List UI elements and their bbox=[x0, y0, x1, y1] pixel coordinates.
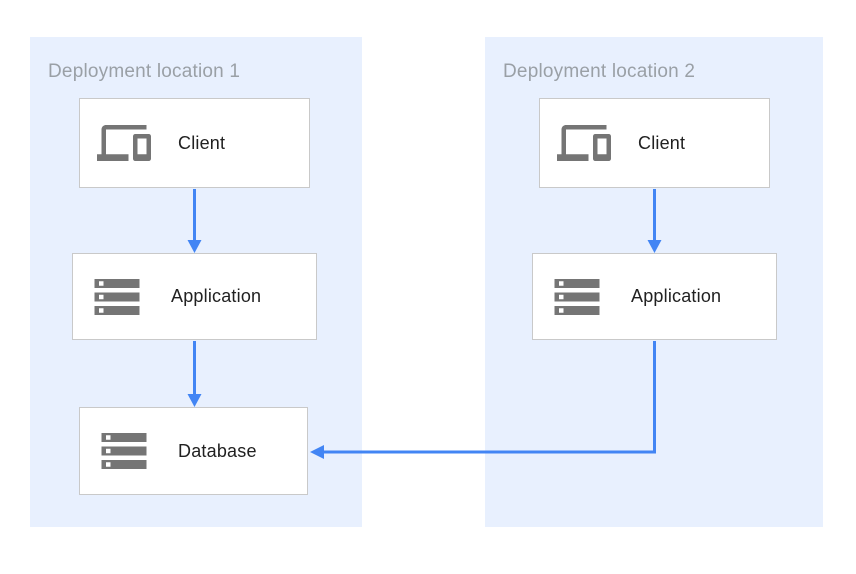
panel-title-2: Deployment location 2 bbox=[503, 61, 696, 82]
devices-icon bbox=[557, 125, 611, 161]
server-stack-icon bbox=[101, 433, 147, 469]
node-label: Application bbox=[171, 286, 262, 306]
node-application-2: Application bbox=[532, 253, 777, 340]
server-stack-icon bbox=[554, 278, 600, 315]
node-database-1: Database bbox=[79, 407, 308, 495]
server-stack-icon bbox=[94, 278, 140, 315]
node-label: Application bbox=[631, 286, 722, 306]
devices-icon bbox=[97, 125, 151, 161]
node-client-2: Client bbox=[539, 98, 770, 188]
node-label: Database bbox=[178, 440, 257, 461]
node-client-1: Client bbox=[79, 98, 310, 188]
node-label: Client bbox=[178, 132, 226, 153]
node-label: Client bbox=[638, 132, 686, 153]
panel-title-1: Deployment location 1 bbox=[48, 61, 241, 82]
node-application-1: Application bbox=[72, 253, 317, 340]
